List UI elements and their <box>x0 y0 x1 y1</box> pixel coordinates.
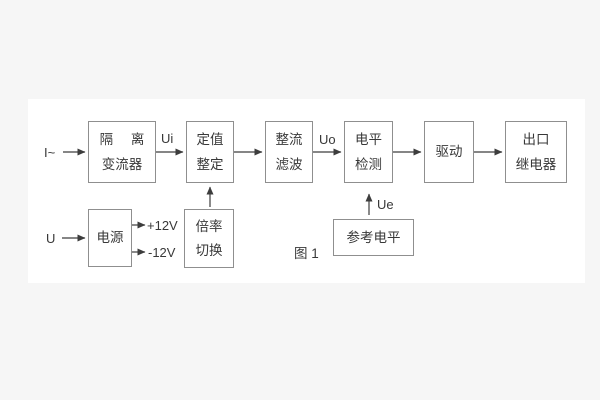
block-label: 定值 <box>196 132 224 147</box>
block-label: 滤波 <box>275 156 303 172</box>
block-drive: 驱动 <box>424 121 474 183</box>
signal-ue-label: Ue <box>377 197 394 212</box>
signal-ui-label: Ui <box>161 131 174 146</box>
block-level-detect: 电平 检测 <box>344 121 393 183</box>
block-reference-level: 参考电平 <box>333 219 414 256</box>
block-label: 整流 <box>275 132 303 147</box>
block-rectify-filter: 整流 滤波 <box>265 121 313 183</box>
block-label: 驱动 <box>435 144 463 160</box>
signal-uo-label: Uo <box>319 132 336 147</box>
input-current-label: I~ <box>44 145 56 160</box>
block-label: 参考电平 <box>346 229 401 245</box>
block-label: 电源 <box>96 230 124 246</box>
input-voltage-label: U <box>46 231 56 246</box>
block-label: 继电器 <box>515 156 557 172</box>
rail-minus12v-label: -12V <box>148 245 176 260</box>
block-setpoint-adjust: 定值 整定 <box>186 121 234 183</box>
block-label: 整定 <box>196 156 224 172</box>
block-output-relay: 出口 继电器 <box>505 121 567 183</box>
block-power-supply: 电源 <box>88 209 132 267</box>
block-ratio-switch: 倍率 切换 <box>184 209 234 268</box>
block-label: 电平 <box>355 132 382 147</box>
block-label: 倍率 <box>195 218 223 234</box>
block-label: 切换 <box>195 243 223 258</box>
block-isolation-transformer: 隔 离 变流器 <box>88 121 156 183</box>
block-label: 变流器 <box>101 156 143 172</box>
block-label: 检测 <box>355 156 382 172</box>
block-label: 出口 <box>522 132 550 147</box>
figure-caption: 图 1 <box>294 246 319 261</box>
rail-plus12v-label: +12V <box>147 218 178 233</box>
block-label: 隔 离 <box>99 132 152 147</box>
